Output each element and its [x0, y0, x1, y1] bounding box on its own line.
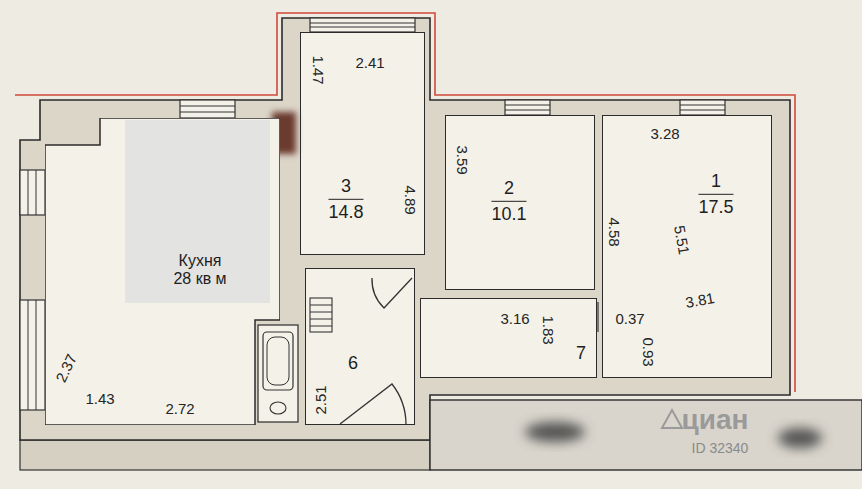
window-pane	[505, 105, 550, 106]
stair-step	[310, 326, 332, 327]
dimension: 3.28	[650, 126, 679, 141]
window	[180, 100, 235, 118]
fraction-line	[491, 201, 526, 202]
window-pane	[310, 27, 415, 28]
room-outline	[45, 118, 280, 425]
room-outline-path	[45, 118, 280, 425]
window	[680, 100, 725, 115]
partition	[597, 302, 598, 332]
room-text: 6	[348, 353, 358, 374]
room-number: 3	[328, 176, 363, 197]
room-number: 2	[491, 178, 526, 199]
watermark: циан	[682, 406, 749, 434]
fraction-line	[328, 199, 363, 200]
toilet	[270, 402, 286, 414]
ink-blur	[778, 428, 822, 448]
room-area: 17.5	[698, 197, 733, 218]
window	[20, 300, 45, 410]
room-label: 7	[576, 343, 586, 364]
window	[20, 170, 45, 215]
window-pane	[28, 300, 29, 410]
dimension: 0.37	[615, 311, 644, 326]
wall-footprint	[20, 18, 790, 440]
window-pane	[680, 105, 725, 106]
room: Кухня 28 кв м	[45, 118, 280, 425]
dimension: 1.43	[85, 391, 114, 406]
bathtub	[263, 332, 293, 390]
room-floor	[445, 115, 595, 290]
window-pane	[180, 106, 235, 107]
window	[310, 18, 415, 32]
dimension: 2.41	[355, 55, 384, 70]
dimension: 4.58	[607, 217, 622, 246]
dimension: 3.16	[500, 311, 529, 326]
window-pane	[180, 112, 235, 113]
room-floor	[602, 115, 772, 378]
door-swing	[340, 384, 406, 424]
room-text: 7	[576, 343, 586, 364]
room-floor	[305, 268, 415, 425]
building-corridor	[430, 400, 862, 470]
dimension: 2.51	[313, 385, 328, 414]
stair-step	[310, 305, 332, 306]
ink-blur	[525, 422, 585, 442]
watermark-icon	[662, 410, 682, 428]
dimension: 2.72	[165, 401, 194, 416]
watermark-id: ID 32340	[692, 441, 749, 455]
door-swing	[372, 278, 412, 308]
redacted-area	[125, 120, 270, 303]
fraction-line	[698, 194, 733, 195]
room-area: 10.1	[491, 204, 526, 225]
dimension: 4.89	[403, 185, 418, 214]
stair-step	[310, 319, 332, 320]
dimension: 0.93	[641, 337, 656, 366]
dimension: 3.59	[455, 145, 470, 174]
room-text: 314.8	[328, 176, 363, 222]
room-text: Кухня 28 кв м	[170, 252, 230, 289]
dimension: 3.81	[684, 290, 715, 310]
room-label: Кухня 28 кв м	[170, 252, 230, 289]
window-pane	[505, 110, 550, 111]
room-text: 117.5	[698, 171, 733, 217]
window-pane	[28, 170, 29, 215]
room-text: 210.1	[491, 178, 526, 224]
room-area: 14.8	[328, 202, 363, 223]
bathroom-floor	[258, 325, 298, 422]
dimension: 1.83	[541, 315, 556, 344]
window-pane	[310, 23, 415, 24]
window-pane	[36, 300, 37, 410]
stair-symbol	[310, 298, 332, 332]
dimension: 1.47	[311, 55, 326, 84]
lower-wall	[20, 440, 430, 470]
dimension: 2.37	[53, 352, 79, 385]
room-floor	[300, 32, 425, 255]
room-floor	[420, 298, 597, 378]
bathtub-inner	[267, 337, 289, 385]
stair-step	[310, 312, 332, 313]
room: 210.1	[445, 115, 595, 290]
window-pane	[36, 170, 37, 215]
floors	[300, 32, 772, 425]
room-label: 6	[348, 353, 358, 374]
room-number: 1	[698, 171, 733, 192]
window	[505, 100, 550, 115]
window-pane	[680, 110, 725, 111]
dimension: 5.51	[672, 224, 692, 255]
